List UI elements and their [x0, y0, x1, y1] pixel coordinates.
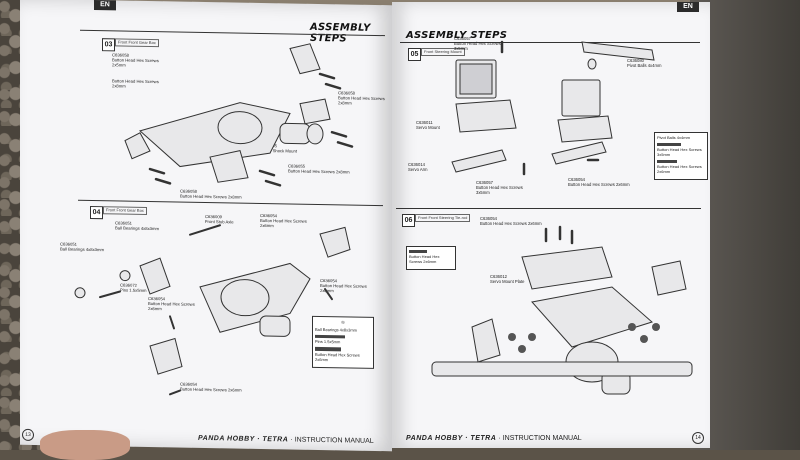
gearbox-exploded-diagram [124, 43, 354, 187]
parts-legend: Pivot Balls 4x4mm Button Head Hex Screws… [654, 132, 708, 180]
step-number: 06 [402, 214, 415, 227]
screw-icon [409, 250, 427, 253]
thumb [40, 430, 130, 460]
screw-icon [315, 346, 341, 352]
footer: PANDA HOBBY · TETRA · INSTRUCTION MANUAL [198, 435, 374, 445]
part-label: C636080 Pivot Balls 4x4mm [627, 58, 662, 68]
screw-icon [657, 143, 681, 146]
step-divider [400, 42, 700, 43]
legend-label: Button Head Hex Screws 2x6mm [409, 254, 440, 264]
step-title: Front Front Gear Box [103, 206, 147, 215]
step-title: Front Steering Mount [421, 48, 465, 56]
step-number: 05 [408, 48, 421, 61]
language-tag: EN [677, 2, 699, 12]
footer: PANDA HOBBY · TETRA · INSTRUCTION MANUAL [406, 435, 582, 442]
legend-label: Pins 1.5x5mm [315, 338, 341, 345]
parts-legend: Button Head Hex Screws 2x6mm [406, 246, 456, 270]
legend-bearing-icon: ◎ [341, 319, 345, 325]
legend-label: Button Head Hex Screws 2x6mm [657, 164, 702, 174]
footer-manual: · INSTRUCTION MANUAL [498, 435, 582, 442]
pin-icon [315, 334, 345, 339]
legend-label: Button Head Hex Screws 2x6mm [315, 351, 360, 363]
left-page: EN ASSEMBLY STEPS 03 Front Front Gear Bo… [20, 0, 392, 452]
part-label: C636011 Servo Mount [416, 120, 440, 130]
screw-icon [657, 160, 677, 163]
language-tag: EN [94, 0, 116, 11]
part-label: C636012 Servo Mount Plate [490, 274, 525, 284]
page-number: 13 [22, 428, 34, 441]
steering-exploded-diagram [431, 225, 693, 395]
legend-label: Button Head Hex Screws 3x5mm [657, 147, 702, 157]
footer-manual: · INSTRUCTION MANUAL [290, 436, 374, 445]
legend-label: Ball Bearings 4x8x3mm [315, 326, 358, 333]
part-label: C636057 Button Head Hex Screws 3x5mm [476, 180, 523, 195]
legend-label: Pivot Balls 4x4mm [657, 135, 690, 140]
part-label: C636054 Button Head Hex Screws 2x6mm [568, 177, 630, 187]
step-number: 03 [102, 38, 115, 52]
step-title: Front Front Steering Tie-rod [415, 214, 471, 222]
part-label: C636014 Servo Arm [408, 162, 428, 172]
part-label: C636054 Button Head Hex Screws 2x6mm [480, 216, 542, 226]
step-divider [78, 199, 383, 207]
parts-legend: ◎ Ball Bearings 4x8x3mm Pins 1.5x5mm But… [312, 315, 374, 369]
footer-brand: PANDA HOBBY · TETRA [406, 435, 496, 442]
footer-brand: PANDA HOBBY · TETRA [198, 434, 288, 444]
page-number: 14 [692, 432, 704, 444]
servo-exploded-diagram [451, 40, 655, 176]
step-divider [396, 208, 701, 209]
page-heading: ASSEMBLY STEPS [406, 30, 508, 41]
right-page: EN ASSEMBLY STEPS 05 Front Steering Moun… [392, 2, 710, 448]
axle-exploded-diagram [74, 224, 351, 396]
part-label: C636057 Button Head Hex Screws 3x5mm [454, 36, 501, 51]
